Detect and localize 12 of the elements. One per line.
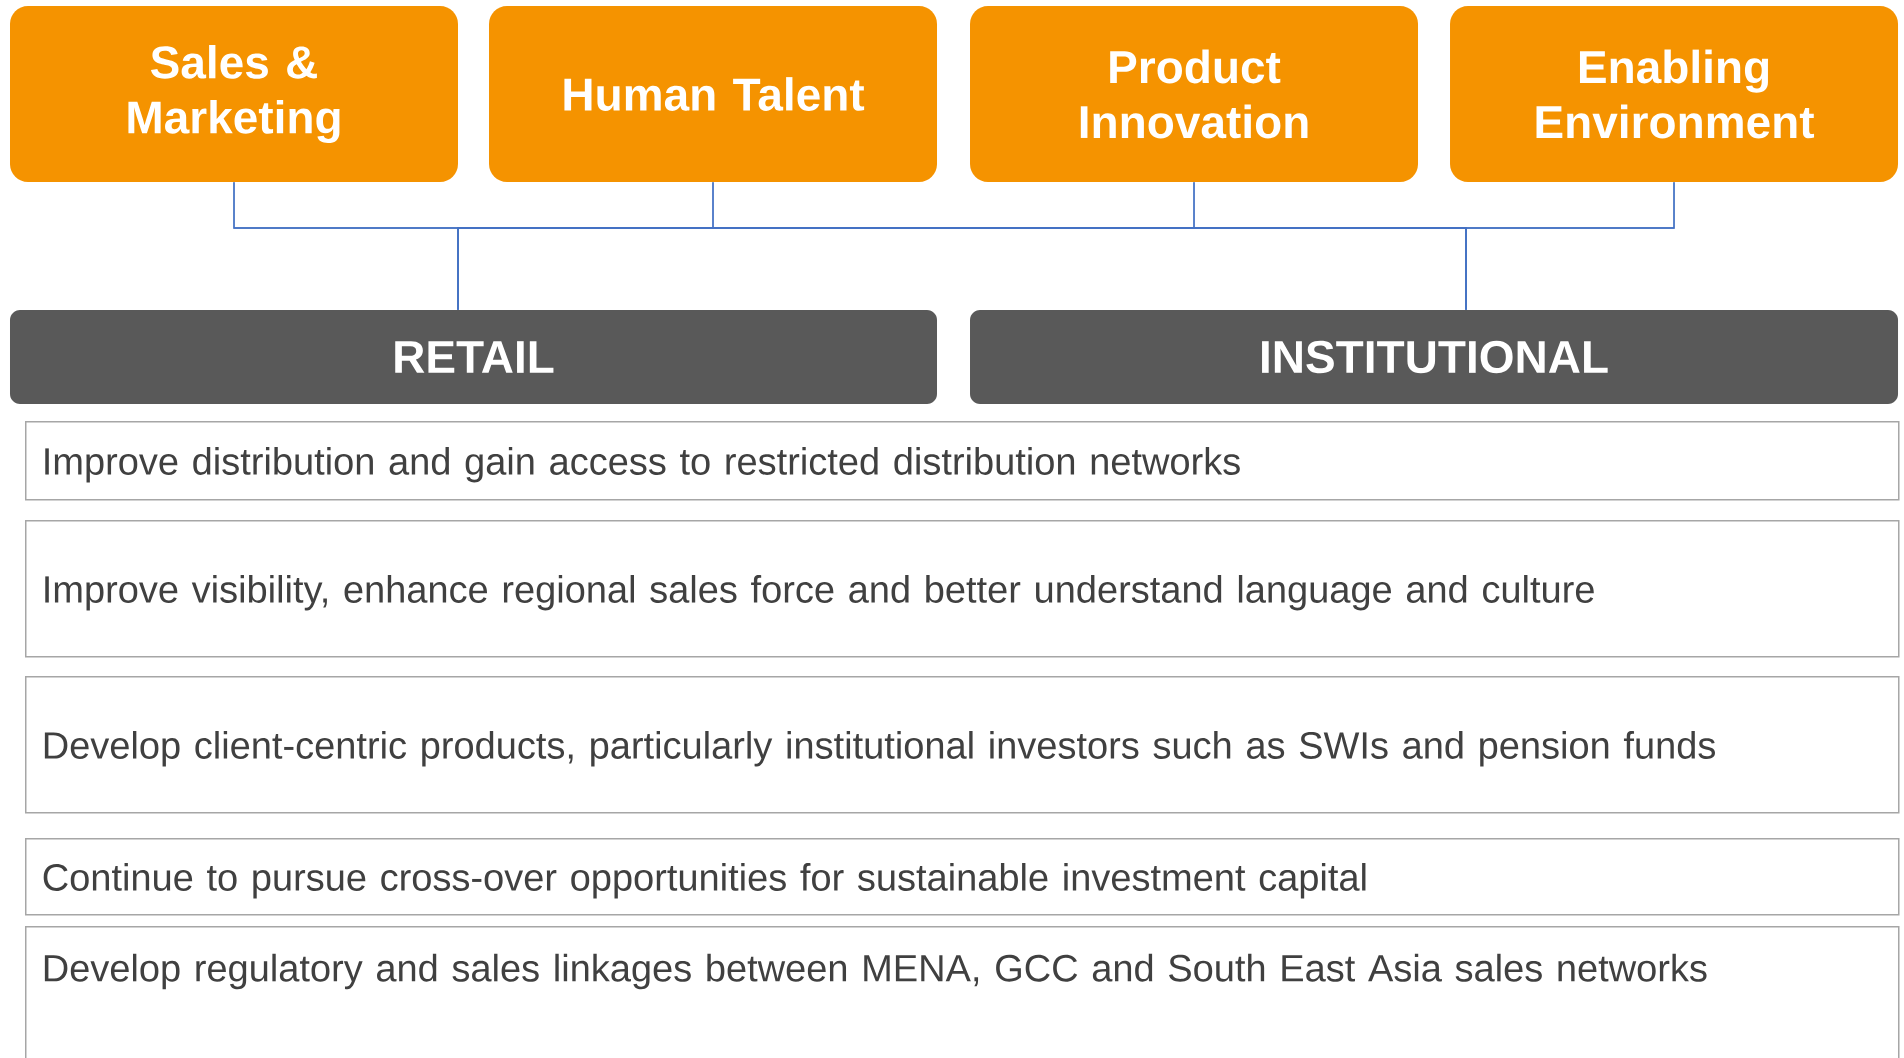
text-box: Continue to pursue cross-over opportunities for sustainable investment capital <box>25 838 1900 916</box>
text-box: Develop regulatory and sales linkages between MENA, GCC and South East Asia sales networks <box>25 926 1900 1058</box>
segment-bar: INSTITUTIONAL <box>970 310 1898 404</box>
connector-line <box>1465 181 1675 311</box>
category-box: Sales & Marketing <box>10 6 458 182</box>
category-box: Product Innovation <box>970 6 1418 182</box>
text-box: Improve visibility, enhance regional sales force and better understand language and culture <box>25 520 1900 658</box>
text-box: Develop client-centric products, particularly institutional investors such as SWIs and pension funds <box>25 676 1900 814</box>
category-box: Enabling Environment <box>1450 6 1898 182</box>
text-box: Improve distribution and gain access to restricted distribution networks <box>25 421 1900 501</box>
category-box: Human Talent <box>489 6 937 182</box>
segment-bar: RETAIL <box>10 310 937 404</box>
